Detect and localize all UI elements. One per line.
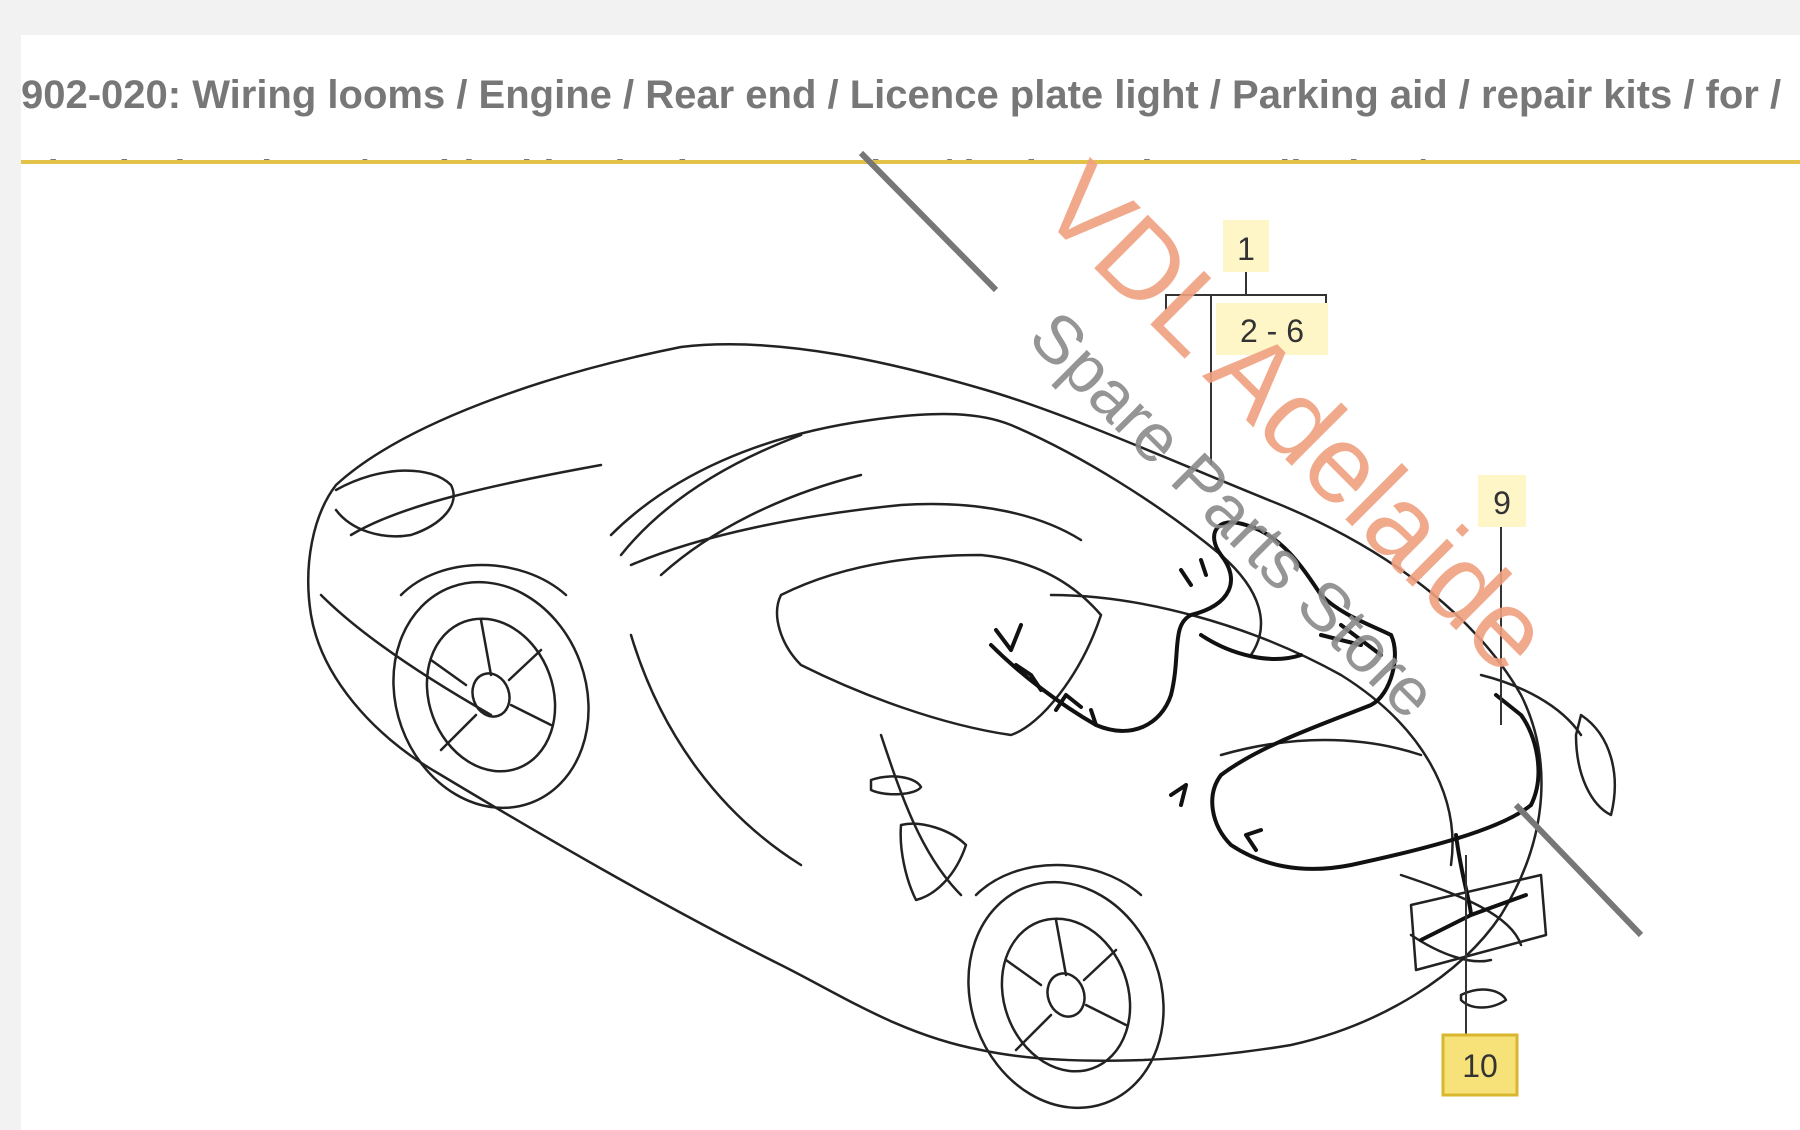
title-underline bbox=[21, 160, 1800, 164]
callout-9: 9 bbox=[1478, 475, 1526, 527]
watermark-slash-top bbox=[858, 150, 999, 293]
callout-2-6: 2 - 6 bbox=[1216, 303, 1328, 355]
wiring-diagram: 1 2 - 6 9 10 VDL Adelaide Spare Parts St… bbox=[307, 140, 1644, 1110]
callout-10-label: 10 bbox=[1462, 1048, 1498, 1084]
callout-leaders bbox=[1165, 271, 1502, 1065]
callout-1-label: 1 bbox=[1237, 231, 1255, 267]
page-title: 902-020: Wiring looms / Engine / Rear en… bbox=[21, 73, 1782, 160]
wiring-harness bbox=[989, 520, 1541, 942]
title-area: 902-020: Wiring looms / Engine / Rear en… bbox=[21, 35, 1800, 160]
callout-9-label: 9 bbox=[1493, 485, 1511, 521]
callout-10: 10 bbox=[1441, 1033, 1519, 1097]
callout-1: 1 bbox=[1223, 220, 1269, 272]
car-body bbox=[307, 343, 1616, 1110]
watermark-slash-bottom bbox=[1513, 802, 1644, 938]
diagram-panel: 902-020: Wiring looms / Engine / Rear en… bbox=[21, 35, 1800, 1130]
callout-2-6-label: 2 - 6 bbox=[1240, 313, 1304, 349]
